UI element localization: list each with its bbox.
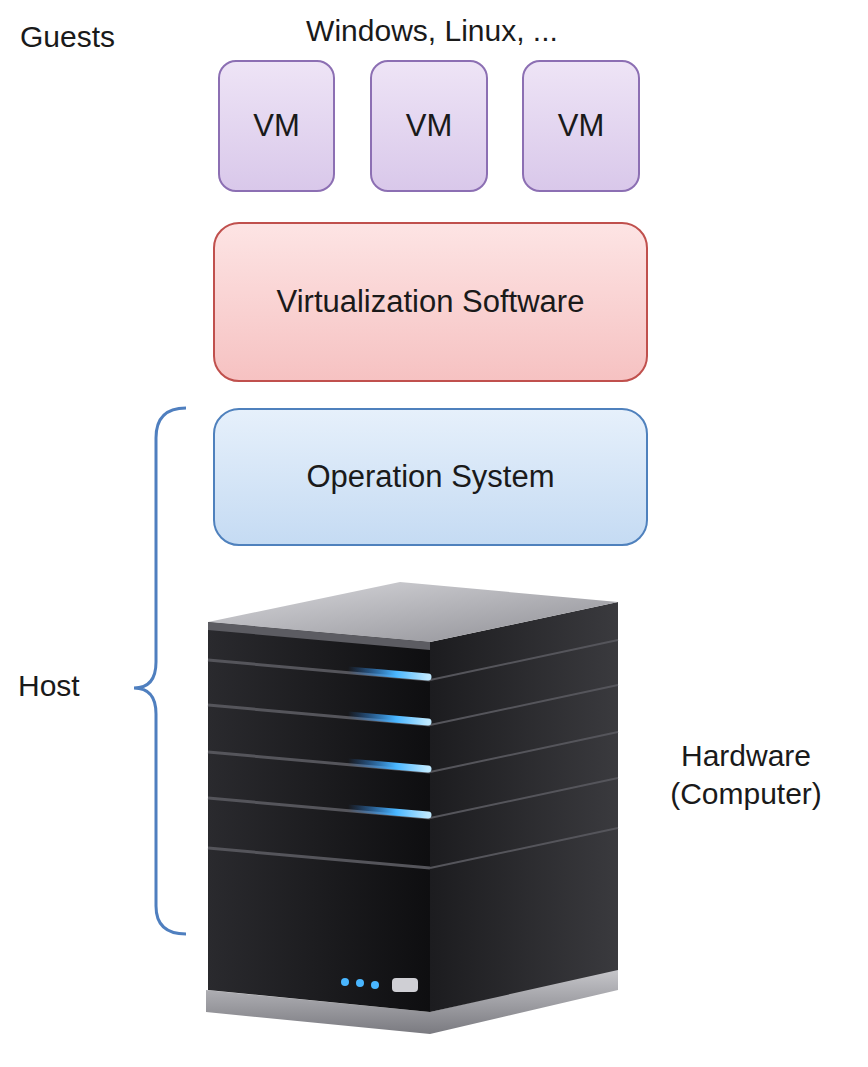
- bay-line: [430, 732, 618, 772]
- bay-light: [348, 762, 428, 769]
- box-label: Operation System: [306, 458, 554, 497]
- box-label: VM: [406, 107, 453, 146]
- virtualization-box: Virtualization Software: [213, 222, 648, 382]
- bay-light: [348, 670, 428, 677]
- box-label: VM: [558, 107, 605, 146]
- guest-vm-box: VM: [522, 60, 640, 192]
- bay-line: [208, 660, 430, 680]
- os-box: Operation System: [213, 408, 648, 546]
- bay-line: [208, 848, 430, 868]
- bay-line: [430, 685, 618, 725]
- server-front: [208, 622, 430, 1012]
- status-light: [356, 979, 364, 987]
- hardware-label: Hardware (Computer): [656, 737, 836, 812]
- bay-line: [430, 828, 618, 868]
- guest-vm-box: VM: [218, 60, 335, 192]
- host-label: Host: [18, 667, 118, 705]
- guests-label: Guests: [20, 18, 150, 56]
- bay-line: [208, 798, 430, 818]
- status-light: [371, 981, 379, 989]
- bay-light: [348, 715, 428, 722]
- box-label: Virtualization Software: [277, 283, 585, 322]
- box-label: VM: [253, 107, 300, 146]
- power-button: [392, 978, 418, 992]
- guest-vm-box: VM: [370, 60, 488, 192]
- bay-line: [208, 705, 430, 725]
- server-drive-bays: [208, 640, 618, 868]
- guest-os-label: Windows, Linux, ...: [222, 12, 642, 50]
- host-bracket: [134, 408, 186, 934]
- bay-line: [430, 640, 618, 680]
- bay-line: [208, 752, 430, 772]
- server-top-rim: [208, 622, 430, 650]
- status-light: [341, 978, 349, 986]
- server-side: [430, 602, 618, 1012]
- bay-light: [348, 808, 428, 815]
- bay-line: [430, 778, 618, 818]
